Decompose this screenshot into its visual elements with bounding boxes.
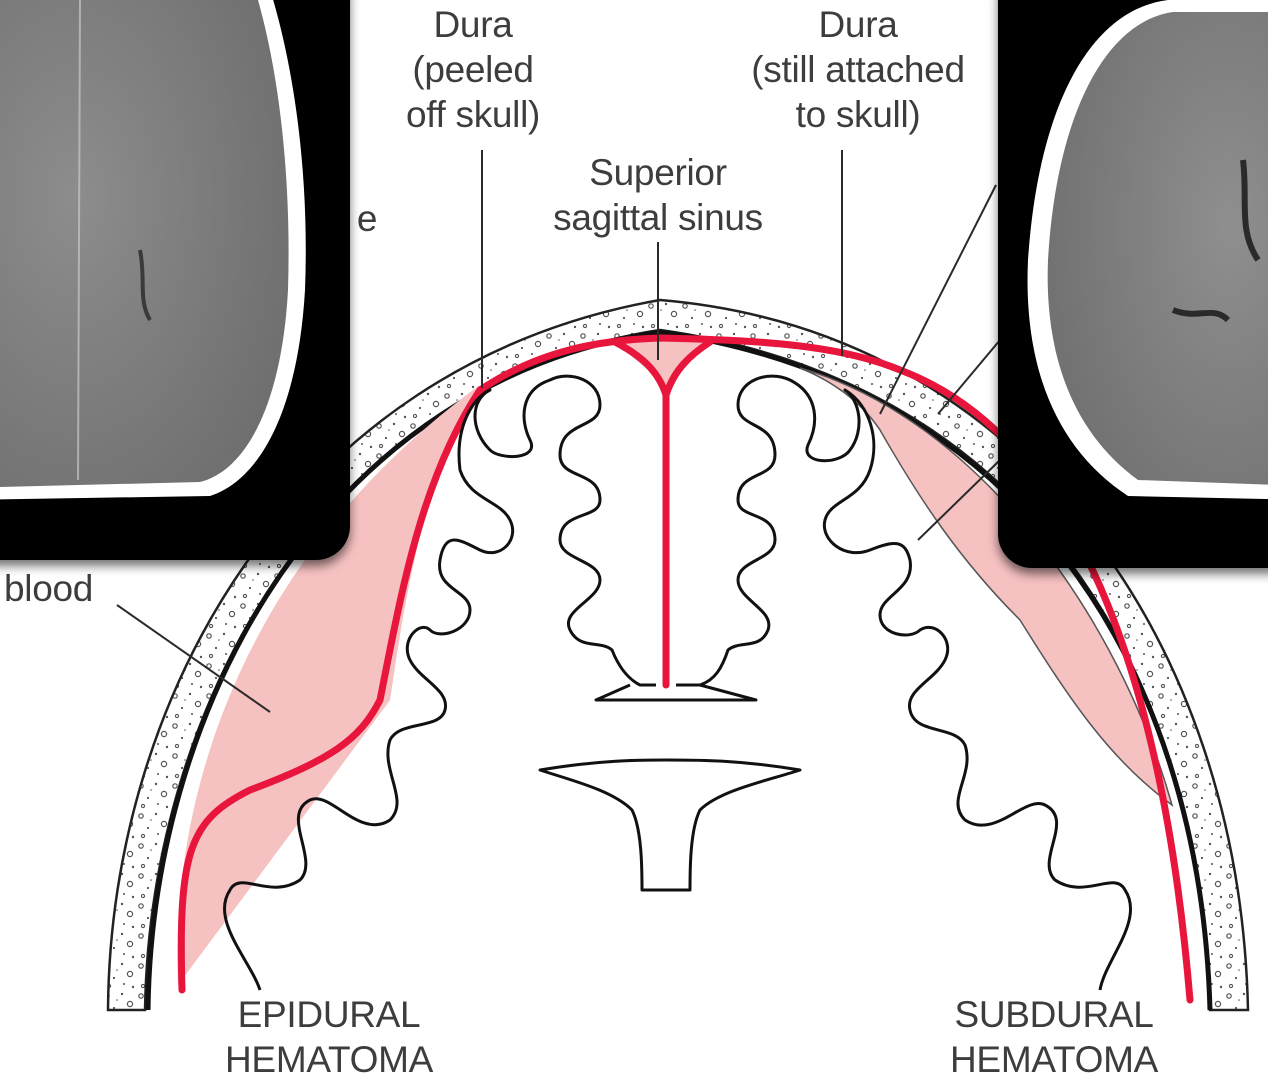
label-dura-peeled: Dura (peeled off skull) <box>380 2 566 137</box>
ct-scan-axial-left-icon <box>0 0 350 560</box>
ct-scan-right <box>998 0 1268 568</box>
label-superior-sagittal-sinus: Superior sagittal sinus <box>530 150 786 240</box>
label-blood: blood <box>4 566 112 611</box>
label-dura-attached: Dura (still attached to skull) <box>728 2 988 137</box>
falx-cerebri <box>615 342 710 685</box>
label-epidural-hematoma: EPIDURAL HEMATOMA <box>200 992 458 1082</box>
label-fragment: e <box>352 196 382 241</box>
ct-scan-left <box>0 0 350 560</box>
ct-scan-axial-right-icon <box>998 0 1268 568</box>
label-subdural-hematoma: SUBDURAL HEMATOMA <box>924 992 1184 1082</box>
